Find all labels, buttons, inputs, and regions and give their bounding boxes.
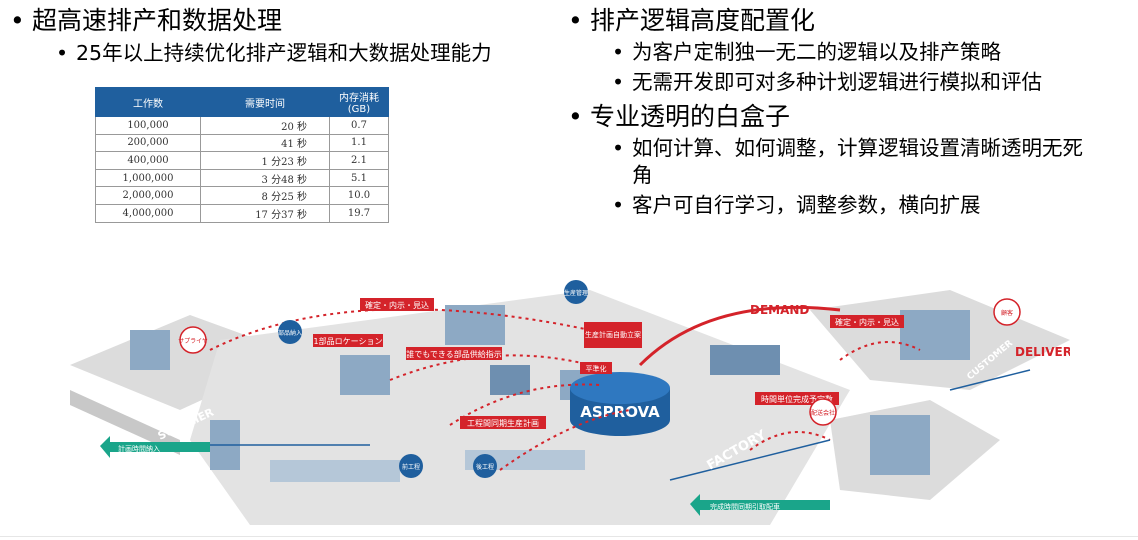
factory-equipment xyxy=(130,305,970,482)
label-supplier-tag: サプライヤ xyxy=(178,338,208,345)
label-kansei-hikitori: 完成時間同期引取配車 xyxy=(710,502,780,511)
column-header: 内存消耗(GB) xyxy=(329,87,389,117)
table-cell: 4,000,000 xyxy=(95,203,201,223)
table-cell: 100,000 xyxy=(95,116,201,135)
bullet-dot-icon: • xyxy=(612,193,625,217)
bullet-dot-icon: • xyxy=(612,40,625,64)
bullet-level1: • 排产逻辑高度配置化 xyxy=(568,6,1128,36)
table-cell: 2.1 xyxy=(329,151,389,170)
bullet-level2: • 如何计算、如何调整，计算逻辑设置清晰透明无死角 xyxy=(612,135,1128,189)
column-header: 工作数 xyxy=(95,87,201,117)
logistics-lines xyxy=(190,369,1031,481)
bullet-dot-icon: • xyxy=(56,41,69,65)
label-kokyaku: 顧客 xyxy=(1001,309,1013,317)
label-koutei-kan: 工程間同期生産計画 xyxy=(467,418,539,428)
bullet-level1: • 专业透明的白盒子 xyxy=(568,102,1128,132)
left-subpoint: 25年以上持续优化排产逻辑和大数据处理能力 xyxy=(76,41,492,65)
table-cell: 2,000,000 xyxy=(95,186,201,205)
label-buhin-nyuka: 部品納入 xyxy=(278,329,302,337)
right-subpoint: 如何计算、如何调整，计算逻辑设置清晰透明无死角 xyxy=(632,136,1083,187)
right-heading-1: 排产逻辑高度配置化 xyxy=(590,6,816,35)
footer-divider xyxy=(0,536,1138,537)
table-cell: 400,000 xyxy=(95,151,201,170)
table-cell: 3 分48 秒 xyxy=(200,168,330,188)
label-mae-koutei: 前工程 xyxy=(402,463,420,471)
label-seisan-keikaku: 生産計画自動立案 xyxy=(585,330,641,339)
label-kakutei-left: 確定・内示・見込 xyxy=(365,300,429,310)
table-cell: 20 秒 xyxy=(200,116,330,135)
table-cell: 1,000,000 xyxy=(95,168,201,188)
table-cell: 8 分25 秒 xyxy=(200,186,330,205)
label-keikaku-nyunyu: 計画時間納入 xyxy=(118,444,160,453)
label-buhin-kyokyu: 誰でもできる部品供給指示 xyxy=(406,349,502,359)
table-cell: 1.1 xyxy=(329,133,389,153)
platform-edge xyxy=(70,390,180,455)
table-header-row: 工作数 需要时间 内存消耗(GB) xyxy=(95,87,389,117)
label-deliver: DELIVER xyxy=(1015,345,1070,359)
bullet-dot-icon: • xyxy=(568,102,583,131)
label-buhin-location: 1部品ロケーション xyxy=(314,336,383,346)
table-cell: 5.1 xyxy=(329,168,389,188)
label-demand: DEMAND xyxy=(750,303,809,317)
right-bullets: • 排产逻辑高度配置化 • 为客户定制独一无二的逻辑以及排产策略 • 无需开发即… xyxy=(568,6,1128,219)
bullet-level2: • 无需开发即可对多种计划逻辑进行模拟和评估 xyxy=(612,69,1128,96)
table-cell: 0.7 xyxy=(329,116,389,135)
bullet-level2: • 25年以上持续优化排产逻辑和大数据处理能力 xyxy=(56,40,570,67)
table-cell: 1 分23 秒 xyxy=(200,151,330,170)
bullet-dot-icon: • xyxy=(568,6,583,35)
supply-chain-illustration: ASPROVA 確定・内示・見込 生産管理 生産計画自動立案 平準化 1部品ロケ… xyxy=(70,280,1070,525)
bullet-level1: • 超高速排产和数据处理 xyxy=(10,6,570,36)
label-seisan-kanri: 生産管理 xyxy=(564,289,588,297)
label-jikan-tani: 時間単位完成予定数 xyxy=(761,394,833,404)
bullet-dot-icon: • xyxy=(612,70,625,94)
bullet-dot-icon: • xyxy=(612,136,625,160)
table-cell: 200,000 xyxy=(95,133,201,153)
table-cell: 17 分37 秒 xyxy=(200,203,330,223)
table-cell: 41 秒 xyxy=(200,133,330,153)
table-cell: 10.0 xyxy=(329,186,389,205)
right-subpoint: 为客户定制独一无二的逻辑以及排产策略 xyxy=(632,40,1001,64)
table-cell: 19.7 xyxy=(329,203,389,223)
left-bullets: • 超高速排产和数据处理 • 25年以上持续优化排产逻辑和大数据处理能力 xyxy=(10,6,570,67)
label-haisou: 配送会社 xyxy=(811,409,835,417)
bullet-level2: • 为客户定制独一无二的逻辑以及排产策略 xyxy=(612,39,1128,66)
label-kakutei-right: 確定・内示・見込 xyxy=(835,317,899,327)
label-heijunka: 平準化 xyxy=(586,364,607,373)
bullet-level2: • 客户可自行学习，调整参数，横向扩展 xyxy=(612,192,1128,219)
bullet-dot-icon: • xyxy=(10,6,25,35)
right-heading-2: 专业透明的白盒子 xyxy=(590,102,791,131)
right-subpoint: 客户可自行学习，调整参数，横向扩展 xyxy=(632,193,981,217)
left-heading: 超高速排产和数据处理 xyxy=(32,6,283,35)
demand-arrow xyxy=(638,305,841,367)
right-subpoint: 无需开发即可对多种计划逻辑进行模拟和评估 xyxy=(632,70,1042,94)
column-header: 需要时间 xyxy=(200,87,330,117)
label-ato-koutei: 後工程 xyxy=(476,463,494,471)
asprova-server: ASPROVA xyxy=(570,372,670,436)
